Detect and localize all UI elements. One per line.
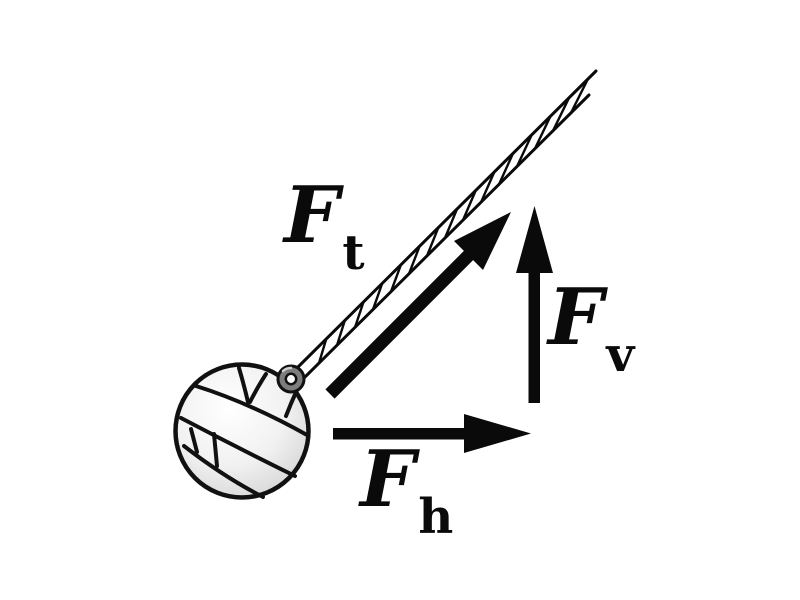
tension-subscript: t (342, 225, 365, 281)
rope-rail-upper (295, 69, 598, 370)
tension-force-arrow (325, 212, 511, 399)
ball-seams (179, 366, 309, 499)
vertical-arrowhead (516, 206, 553, 273)
rope-rungs (317, 78, 589, 364)
vertical-force-arrow (516, 206, 553, 403)
tension-symbol: F (284, 170, 340, 261)
horizontal-subscript: h (418, 489, 454, 545)
horizontal-symbol: F (360, 434, 416, 525)
attachment-ring (276, 364, 306, 394)
tension-arrowhead (454, 212, 511, 270)
tension-force-label: Ft (284, 177, 365, 278)
horizontal-arrowhead (464, 414, 531, 453)
horizontal-force-label: Fh (360, 441, 453, 542)
rope (295, 69, 598, 383)
horizontal-force-arrow (333, 414, 531, 453)
vertical-force-label: Fv (548, 279, 634, 380)
vertical-subscript: v (606, 327, 635, 383)
volleyball (173, 362, 311, 500)
vertical-symbol: F (548, 272, 604, 363)
